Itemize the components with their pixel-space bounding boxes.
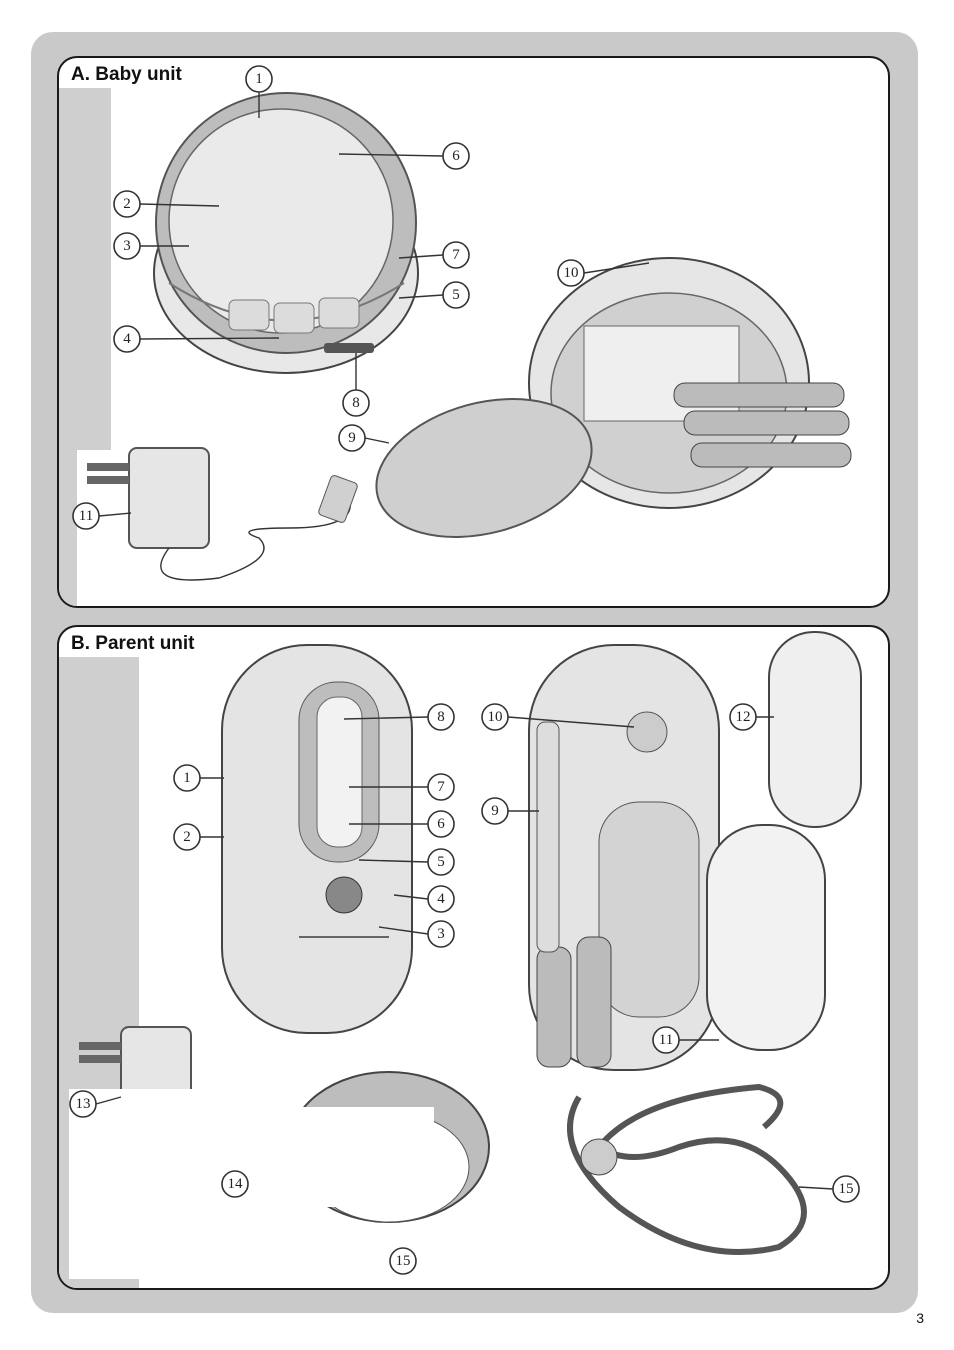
callout-a-7: 7 (442, 241, 470, 269)
svg-text:15: 15 (839, 1181, 854, 1197)
svg-text:2: 2 (183, 829, 191, 845)
callout-b-4: 4 (427, 885, 455, 913)
callout-b-10: 10 (481, 703, 509, 731)
svg-text:3: 3 (437, 926, 445, 942)
callout-b-12: 12 (729, 703, 757, 731)
svg-text:9: 9 (348, 430, 356, 446)
svg-text:7: 7 (452, 247, 460, 263)
baby-unit-device (153, 92, 419, 374)
svg-text:8: 8 (352, 395, 360, 411)
battery-compartment-device (528, 257, 852, 509)
callout-a-9: 9 (338, 424, 366, 452)
neck-cord (567, 1083, 807, 1255)
svg-text:13: 13 (76, 1096, 91, 1112)
svg-text:6: 6 (452, 148, 460, 164)
callout-a-8: 8 (342, 389, 370, 417)
svg-text:14: 14 (228, 1176, 244, 1192)
svg-text:1: 1 (183, 770, 191, 786)
parent-power-adapter (79, 1026, 192, 1098)
callout-a-6: 6 (442, 142, 470, 170)
callout-a-10: 10 (557, 259, 585, 287)
svg-text:5: 5 (437, 854, 445, 870)
callout-b-6: 6 (427, 810, 455, 838)
callout-b-13: 13 (69, 1090, 97, 1118)
svg-text:2: 2 (123, 196, 131, 212)
svg-text:8: 8 (437, 709, 445, 725)
parent-unit-illustration: 1 2 3 4 5 6 7 8 9 10 11 12 13 14 15 15 (69, 631, 862, 1287)
callout-b-14: 14 (221, 1170, 249, 1198)
svg-text:5: 5 (452, 287, 460, 303)
panel-a-title: A. Baby unit (71, 64, 182, 85)
parent-unit-battery-cover (706, 631, 862, 1051)
baby-unit-illustration: 1 2 3 4 5 6 7 8 9 10 11 (72, 65, 852, 606)
panel-b-title: B. Parent unit (71, 633, 195, 654)
callout-a-4: 4 (113, 325, 141, 353)
callout-b-15-cord: 15 (832, 1175, 860, 1203)
svg-text:4: 4 (437, 891, 445, 907)
svg-text:10: 10 (488, 709, 503, 725)
callout-b-7: 7 (427, 773, 455, 801)
callout-b-1: 1 (173, 764, 201, 792)
svg-text:12: 12 (736, 709, 751, 725)
svg-text:9: 9 (491, 803, 499, 819)
callout-a-3: 3 (113, 232, 141, 260)
svg-text:1: 1 (255, 71, 263, 87)
page-number: 3 (916, 1310, 924, 1326)
callout-a-1: 1 (245, 65, 273, 93)
svg-text:11: 11 (659, 1032, 673, 1048)
svg-text:3: 3 (123, 238, 131, 254)
battery-cover (375, 398, 593, 538)
callout-b-3: 3 (427, 920, 455, 948)
parent-unit-back (528, 644, 720, 1071)
svg-text:10: 10 (564, 265, 579, 281)
panel-parent-unit: B. Parent unit (57, 625, 890, 1290)
callout-a-5: 5 (442, 281, 470, 309)
svg-text:4: 4 (123, 331, 131, 347)
callout-b-15-clip: 15 (389, 1247, 417, 1275)
callout-a-11: 11 (72, 502, 100, 530)
svg-text:6: 6 (437, 816, 445, 832)
callout-b-5: 5 (427, 848, 455, 876)
svg-text:15: 15 (396, 1253, 411, 1269)
callout-a-2: 2 (113, 190, 141, 218)
callout-b-9: 9 (481, 797, 509, 825)
callout-b-8: 8 (427, 703, 455, 731)
callout-b-2: 2 (173, 823, 201, 851)
svg-text:7: 7 (437, 779, 445, 795)
power-adapter (87, 447, 358, 581)
svg-text:11: 11 (79, 508, 93, 524)
parent-unit-front (221, 644, 413, 1034)
callout-b-11: 11 (652, 1026, 680, 1054)
panel-baby-unit: A. Baby unit (57, 56, 890, 608)
